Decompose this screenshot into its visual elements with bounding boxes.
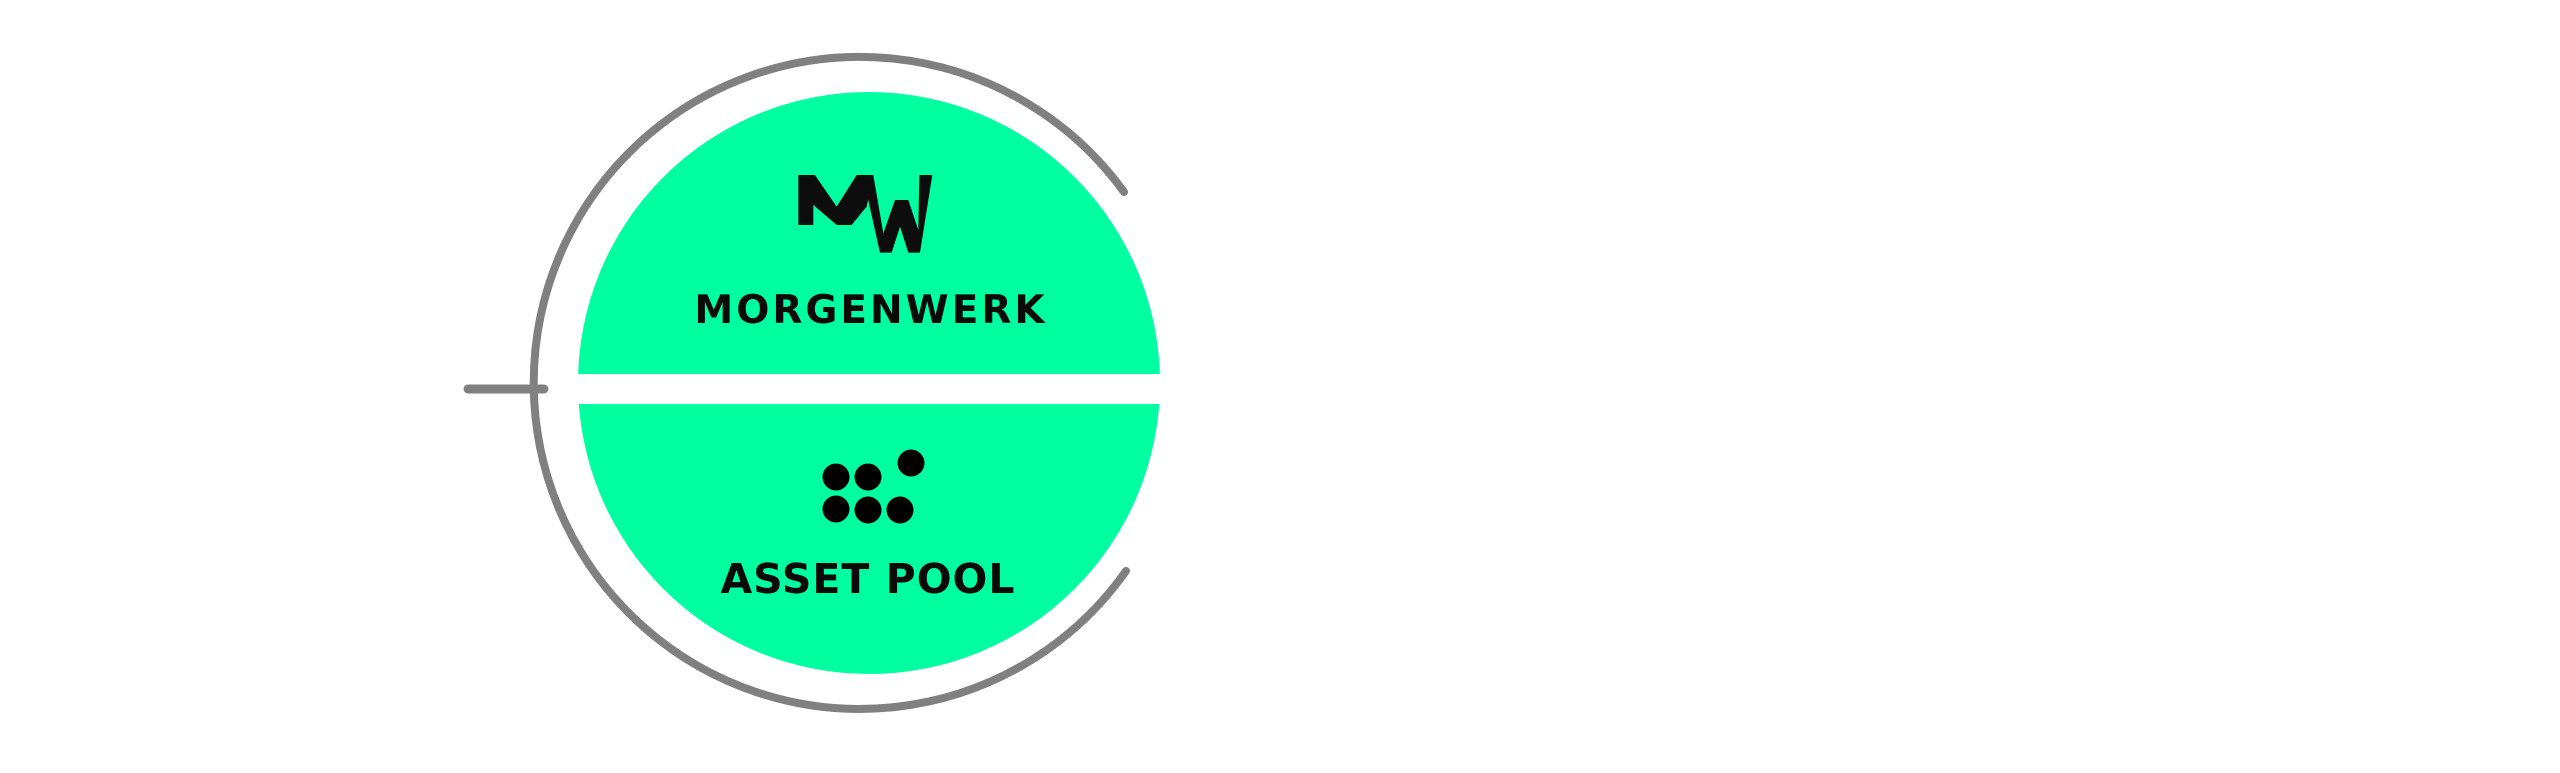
dots-cluster-icon	[822, 449, 925, 524]
outer-ring-arc	[529, 52, 1130, 713]
mw-logo-icon	[798, 174, 933, 253]
top-half-disc	[578, 92, 1160, 374]
product-name: ASSET POOL	[720, 555, 1015, 603]
brand-name: MORGENWERK	[694, 288, 1047, 333]
bottom-half-disc	[578, 404, 1160, 674]
